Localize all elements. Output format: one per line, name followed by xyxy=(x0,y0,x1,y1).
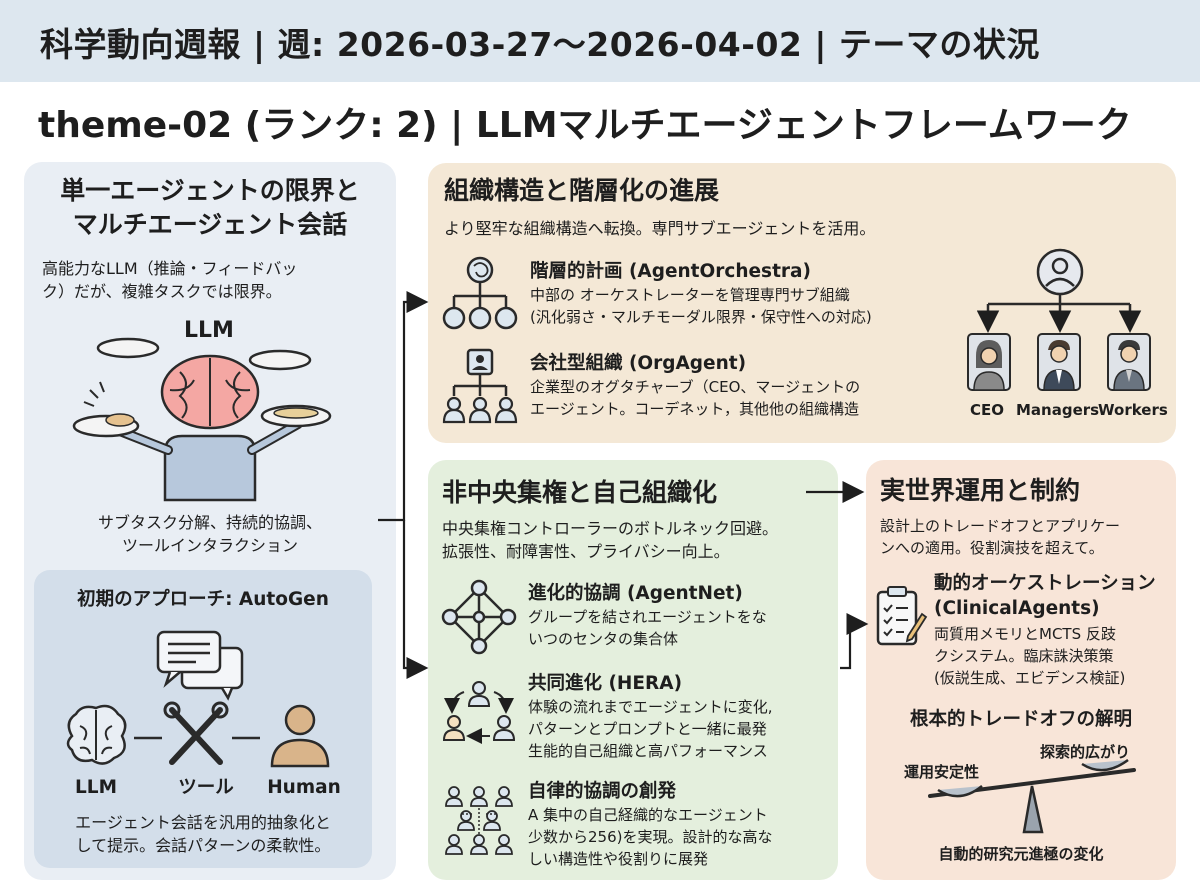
decentral-item3-line3: しい構造性や役割りに展発 xyxy=(528,850,709,868)
autogen-icons-row xyxy=(66,701,330,768)
decentral-item3-title: 自律的協調の創発 xyxy=(528,781,677,802)
header-band xyxy=(0,0,1200,82)
decentral-item2-title: 共同進化 (HERA) xyxy=(528,673,683,694)
decentral-title: 非中央集権と自己組織化 xyxy=(442,478,718,507)
clipboard-checklist-icon xyxy=(876,586,928,646)
balance-scale-icon xyxy=(928,758,1136,834)
decentral-subtitle-line1: 中央集権コントローラーのボトルネック回避。 xyxy=(442,519,779,538)
org-title: 組織構造と階層化の進展 xyxy=(444,176,720,205)
panel-real-world xyxy=(866,460,1176,880)
decentral-item2-line3: 生能的自己組織と高パフォーマンス xyxy=(528,742,768,760)
real-item-title-line2: (ClinicalAgents) xyxy=(934,598,1100,619)
swarm-agents-icon xyxy=(445,786,513,855)
tradeoff-right-label: 探索的広がり xyxy=(1040,743,1131,761)
left-caption-line2: ツールインタラクション xyxy=(121,536,298,555)
juggling-llm-illustration xyxy=(72,337,332,502)
real-title: 実世界運用と制約 xyxy=(880,476,1081,505)
tradeoff-caption: 自動的研究元進極の変化 xyxy=(938,845,1104,863)
role-managers-label: Managers xyxy=(1016,401,1100,419)
real-subtitle-line1: 設計上のトレードオフとアプリケー xyxy=(880,517,1121,535)
arrow-to-clinical xyxy=(840,613,869,670)
org-item1-line1: 中部の オーケストレーターを管理専門サブ組織 xyxy=(530,286,850,304)
org-chart-roles xyxy=(967,248,1151,391)
hierarchy-icon xyxy=(442,256,518,330)
autogen-desc-line1: エージェント会話を汎用的抽象化と xyxy=(75,813,331,832)
decentral-item2-line1: 体験の流れまでエージェントに変化, xyxy=(528,698,773,716)
org-item2-line2: エージェント。コーデネット，其他他の組織構造 xyxy=(530,400,859,418)
autogen-label-llm: LLM xyxy=(75,777,117,798)
org-item1-line2: (汎化弱さ・マルチモーダル限界・保守性への対応) xyxy=(530,308,872,326)
left-caption-line1: サブタスク分解、持続的協調、 xyxy=(97,513,322,532)
chat-bubbles-icon xyxy=(156,630,244,701)
panel-decentralized xyxy=(428,460,838,880)
autogen-title: 初期のアプローチ: AutoGen xyxy=(77,589,329,610)
header-title: 科学動向週報 | 週: 2026-03-27〜2026-04-02 | テーマの… xyxy=(40,25,1040,64)
role-ceo-label: CEO xyxy=(970,401,1005,419)
decentral-subtitle-line2: 拡張性、耐障害性、プライバシー向上。 xyxy=(442,542,730,561)
human-icon xyxy=(270,704,330,768)
left-desc-line2: ク）だが、複雑タスクでは限界。 xyxy=(42,282,282,301)
org-item1-title: 階層的計画 (AgentOrchestra) xyxy=(530,261,811,282)
org-item2-title: 会社型組織 (OrgAgent) xyxy=(530,353,747,374)
autogen-label-human: Human xyxy=(267,777,341,798)
arrow-left-to-decentral xyxy=(402,520,429,679)
brain-icon xyxy=(66,704,127,765)
real-item-line1: 両質用メモリとMCTS 反跂 xyxy=(934,625,1116,643)
role-workers-label: Workers xyxy=(1098,401,1168,419)
real-subtitle-line2: ンへの適用。役割演技を超えて。 xyxy=(880,539,1104,557)
autogen-label-tool: ツール xyxy=(178,777,234,798)
decentral-item1-line1: グループを結されエージェントをな xyxy=(528,608,767,626)
real-item-line3: (仮説生成、エビデンス検証) xyxy=(934,669,1126,687)
arrow-left-to-org xyxy=(378,291,429,522)
network-graph-icon xyxy=(441,579,517,655)
decentral-item3-line2: 少数から256)を実現。設計的な高な xyxy=(528,828,773,846)
org-item2-line1: 企業型のオグタチャーブ（CEO、マージェントの xyxy=(530,378,861,396)
decentral-item2-line2: パターンとプロンプトと一緒に最発 xyxy=(528,720,767,738)
real-item-title-line1: 動的オーケストレーション xyxy=(934,573,1156,594)
theme-title: theme-02 (ランク: 2) | LLMマルチエージェントフレームワーク xyxy=(38,105,1132,146)
co-evolution-icon xyxy=(442,681,516,744)
real-item-line2: クシステム。臨床誅決策策 xyxy=(934,647,1114,665)
llm-label: LLM xyxy=(184,318,234,343)
company-org-icon xyxy=(442,348,518,424)
left-desc-line1: 高能力なLLM（推論・フィードバッ xyxy=(42,259,298,278)
tools-icon xyxy=(163,701,229,765)
autogen-desc-line2: して提示。会話パターンの柔軟性。 xyxy=(75,836,331,855)
left-title-line2: マルチエージェント会話 xyxy=(72,210,348,239)
left-title-line1: 単一エージェントの限界と xyxy=(60,176,360,205)
decentral-item1-title: 進化的協調 (AgentNet) xyxy=(528,583,743,604)
tradeoff-title: 根本的トレードオフの解明 xyxy=(909,709,1132,730)
decentral-item3-line1: A 集中の自己経織的なエージェント xyxy=(528,806,768,824)
decentral-item1-line2: いつのセンタの集合体 xyxy=(528,630,679,648)
tradeoff-left-label: 運用安定性 xyxy=(904,763,980,781)
org-subtitle: より堅牢な組織構造へ転換。専門サブエージェントを活用。 xyxy=(444,219,876,238)
